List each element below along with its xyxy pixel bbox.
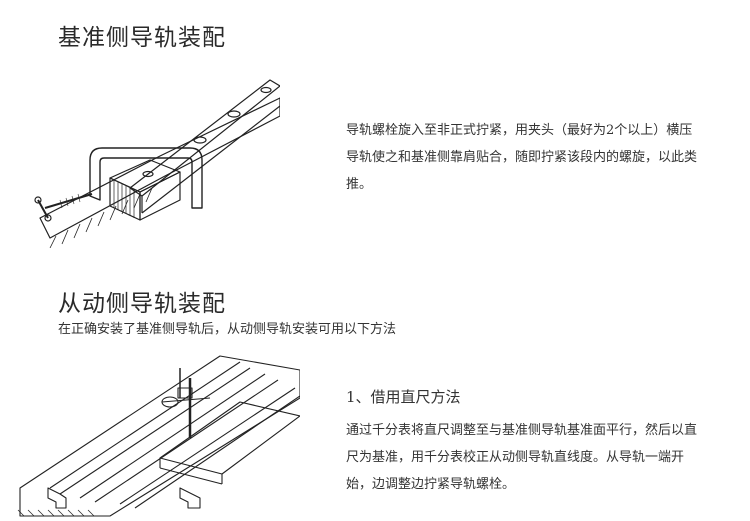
- clamp-rail-illustration: [34, 79, 280, 248]
- straightedge-rail-illustration: [17, 355, 300, 517]
- section1-title: 基准侧导轨装配: [58, 25, 226, 51]
- step1-title: 1、借用直尺方法: [346, 388, 461, 406]
- section2-text: 通过千分表将直尺调整至与基准侧导轨基准面平行，然后以直尺为基准，用千分表校正从动…: [346, 423, 698, 492]
- section1-text: 导轨螺栓旋入至非正式拧紧，用夹头（最好为2个以上）横压导轨使之和基准侧靠肩贴合，…: [346, 123, 698, 192]
- section2-subtitle: 在正确安装了基准侧导轨后，从动侧导轨安装可用以下方法: [58, 322, 397, 337]
- section2-title: 从动侧导轨装配: [58, 291, 226, 317]
